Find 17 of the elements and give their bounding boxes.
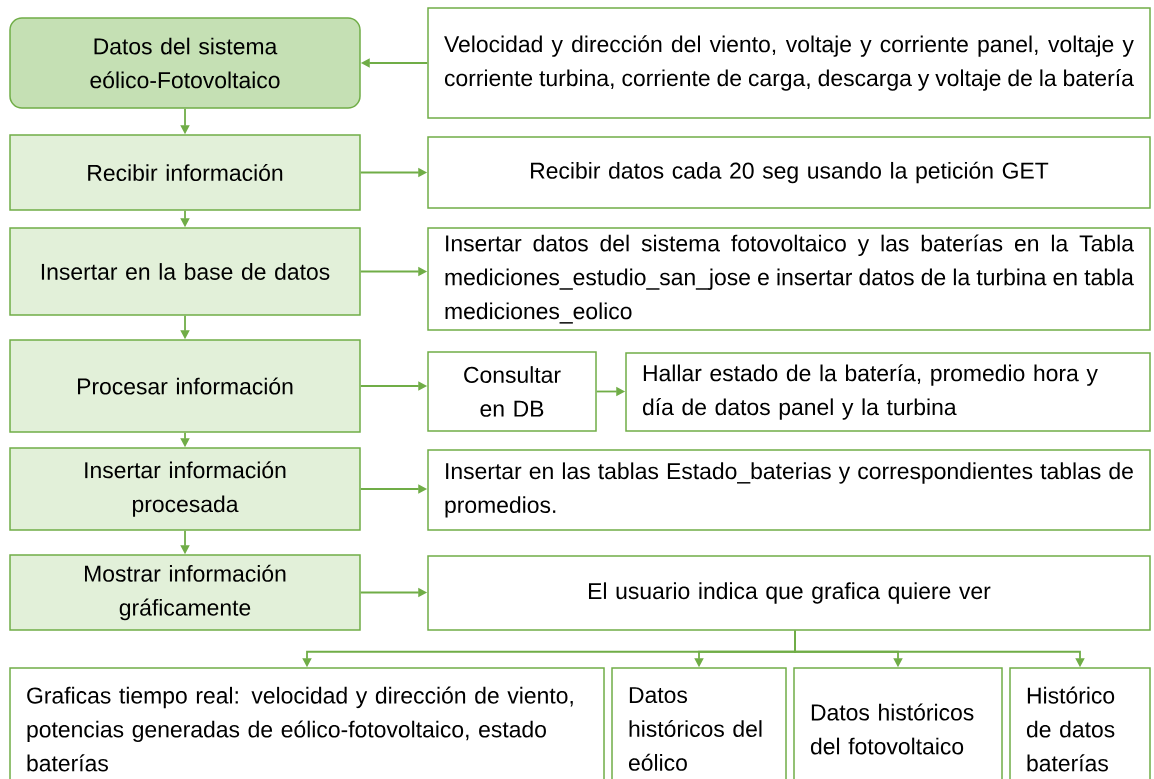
process-box: Recibir información xyxy=(9,134,361,211)
description-box: Datos históricos del eólico xyxy=(611,667,787,779)
description-box: Datos históricos del fotovoltaico xyxy=(793,667,1003,779)
start-box: Datos del sistema eólico-Fotovoltaico xyxy=(9,17,361,109)
description-box: Insertar en las tablas Estado_baterias y correspondientes tablas de promedios. xyxy=(427,449,1151,531)
process-box: Mostrar información gráficamente xyxy=(9,554,361,631)
process-box: Procesar información xyxy=(9,339,361,433)
description-box: Histórico de datos baterías xyxy=(1009,667,1151,779)
description-box: Graficas tiempo real: velocidad y dirección de viento, potencias generadas de eólico-fotovoltaico, estado baterías xyxy=(9,667,605,779)
description-box: Insertar datos del sistema fotovoltaico y las baterías en la Tabla mediciones_estudio_san_jose e insertar datos de la turbina en tabla mediciones_eolico xyxy=(427,227,1151,331)
description-box: Recibir datos cada 20 seg usando la petición GET xyxy=(427,136,1151,209)
process-box: Insertar en la base de datos xyxy=(9,227,361,316)
description-box: Velocidad y dirección del viento, voltaje y corriente panel, voltaje y corriente turbina, corriente de carga, descarga y voltaje de la batería xyxy=(427,7,1151,119)
description-box: Hallar estado de la batería, promedio hora y día de datos panel y la turbina xyxy=(625,352,1151,432)
description-box: El usuario indica que grafica quiere ver xyxy=(427,555,1151,631)
process-box: Insertar información procesada xyxy=(9,447,361,531)
description-box: Consultar en DB xyxy=(427,351,597,432)
